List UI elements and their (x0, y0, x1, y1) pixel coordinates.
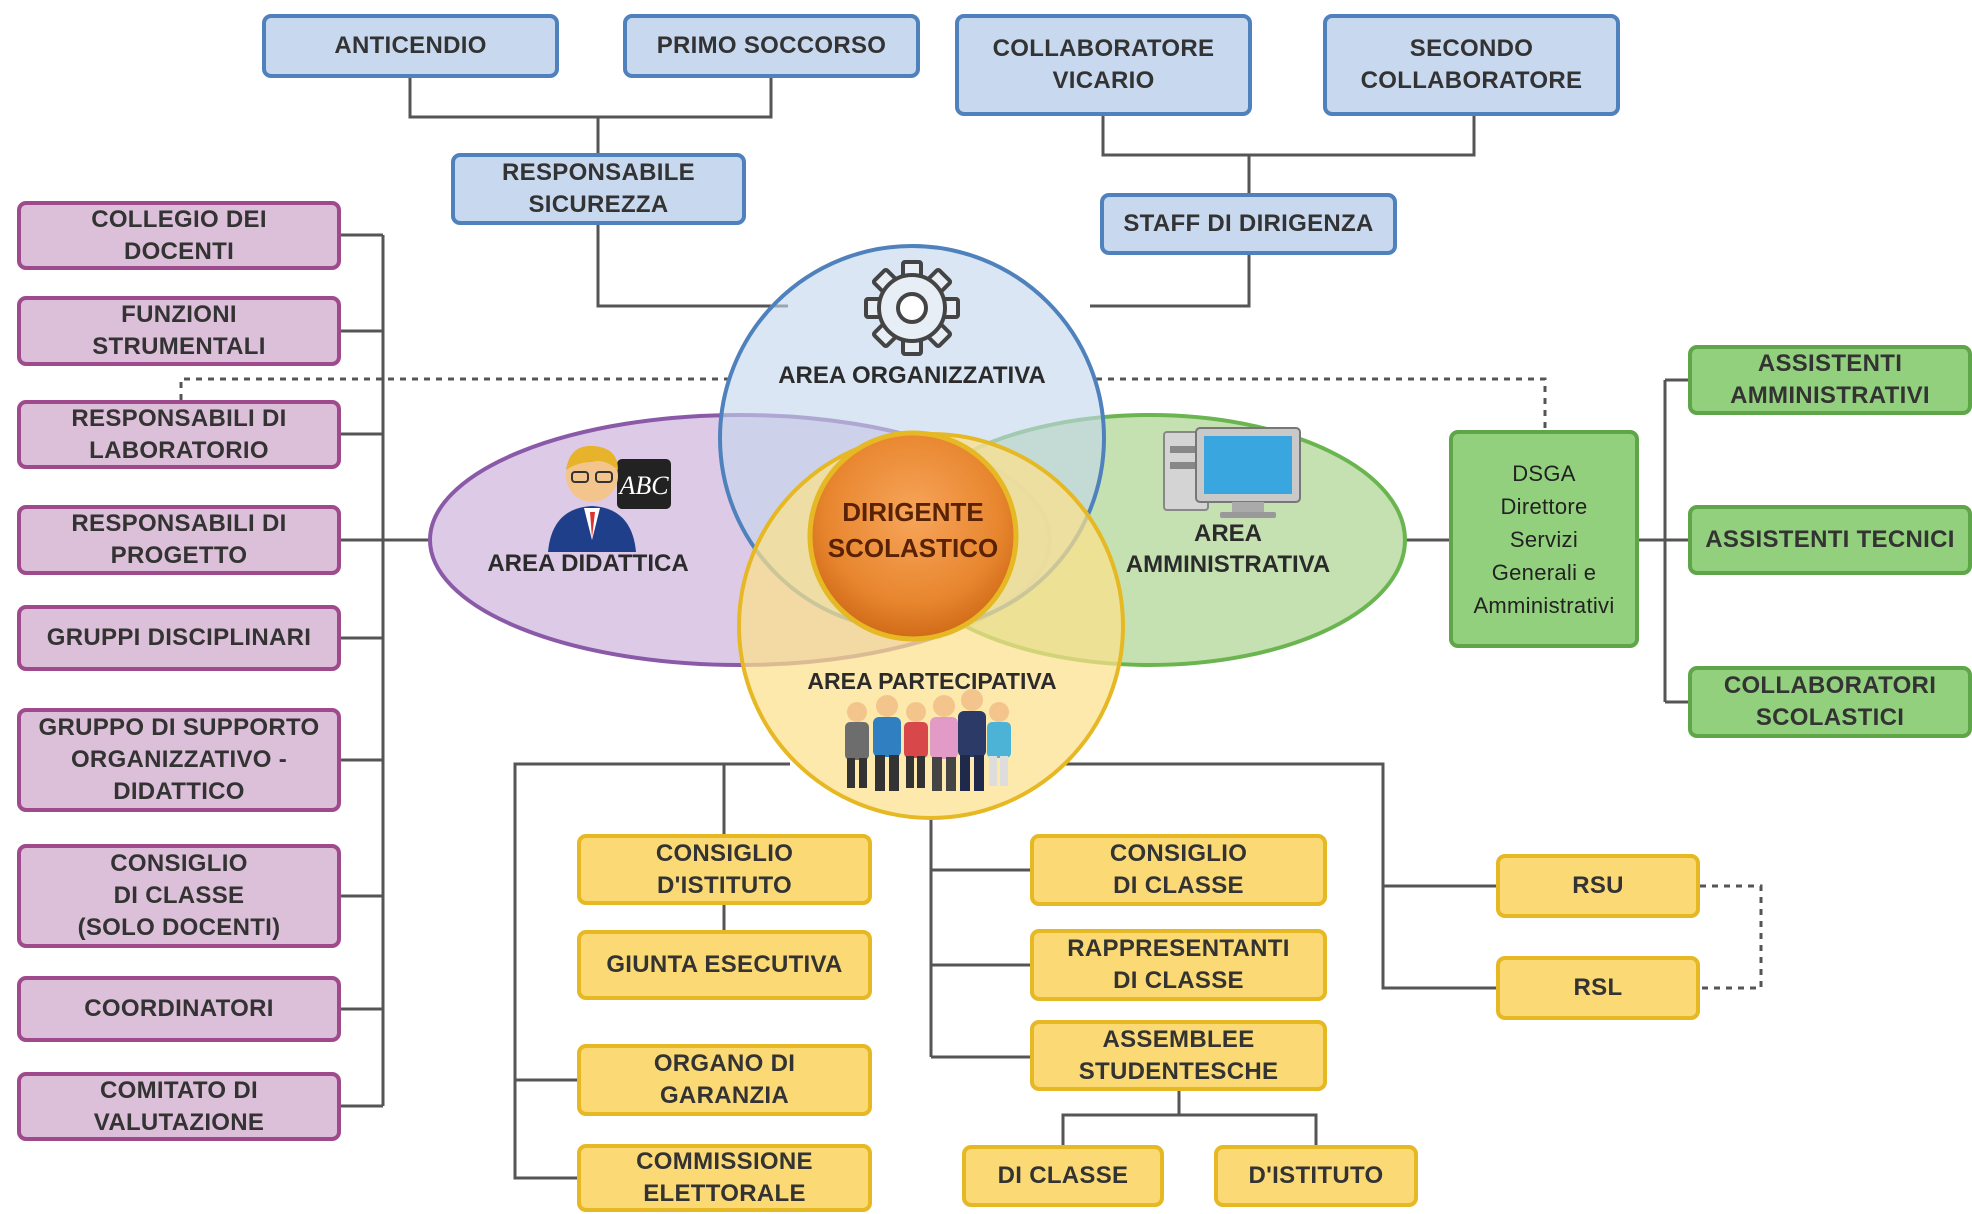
di-istituto-box: D'ISTITUTO (1214, 1145, 1418, 1207)
staff-dirigenza-box: STAFF DI DIRIGENZA (1100, 193, 1397, 255)
area-didattica-label: AREA DIDATTICA (487, 550, 689, 577)
left-box-comitato-valutazione: COMITATO DI VALUTAZIONE (17, 1072, 341, 1141)
dirigente-scolastico-label: DIRIGENTE SCOLASTICO (827, 497, 999, 563)
rsu-box: RSU (1496, 854, 1700, 918)
area-partecipativa-label: AREA PARTECIPATIVA (807, 668, 1057, 694)
left-box-funzioni-strumentali: FUNZIONI STRUMENTALI (17, 296, 341, 366)
area-organizzativa-label: AREA ORGANIZZATIVA (778, 362, 1046, 389)
consiglio-classe-box: CONSIGLIO DI CLASSE (1030, 834, 1327, 906)
assemblee-studentesche-box: ASSEMBLEE STUDENTESCHE (1030, 1020, 1327, 1091)
assistenti-tecnici-box: ASSISTENTI TECNICI (1688, 505, 1972, 575)
di-classe-box: DI CLASSE (962, 1145, 1164, 1207)
people-icon (845, 689, 1011, 791)
left-box-consiglio-classe-docenti: CONSIGLIO DI CLASSE (SOLO DOCENTI) (17, 844, 341, 948)
giunta-esecutiva-box: GIUNTA ESECUTIVA (577, 930, 872, 1000)
primo-soccorso-box: PRIMO SOCCORSO (623, 14, 920, 78)
responsabile-sicurezza-box: RESPONSABILE SICUREZZA (451, 153, 746, 225)
rappresentanti-classe-box: RAPPRESENTANTI DI CLASSE (1030, 929, 1327, 1001)
organo-garanzia-box: ORGANO DI GARANZIA (577, 1044, 872, 1116)
dashed-lines (179, 377, 1763, 990)
collaboratore-vicario-box: COLLABORATORE VICARIO (955, 14, 1252, 116)
commissione-elettorale-box: COMMISSIONE ELETTORALE (577, 1144, 872, 1212)
left-box-gruppo-supporto: GRUPPO DI SUPPORTO ORGANIZZATIVO - DIDAT… (17, 708, 341, 812)
left-box-gruppi-disciplinari: GRUPPI DISCIPLINARI (17, 605, 341, 671)
gear-icon (864, 260, 960, 356)
left-box-collegio-docenti: COLLEGIO DEI DOCENTI (17, 201, 341, 270)
connector-lines (341, 78, 1688, 1180)
computer-icon (1163, 427, 1301, 518)
dsga-box: DSGA Direttore Servizi Generali e Ammini… (1449, 430, 1639, 648)
secondo-collaboratore-box: SECONDO COLLABORATORE (1323, 14, 1620, 116)
anticendio-box: ANTICENDIO (262, 14, 559, 78)
collaboratori-scolastici-box: COLLABORATORI SCOLASTICI (1688, 666, 1972, 738)
assistenti-amministrativi-box: ASSISTENTI AMMINISTRATIVI (1688, 345, 1972, 415)
area-amministrativa-label: AREA AMMINISTRATIVA (1125, 520, 1331, 578)
teacher-icon: ABC (548, 445, 671, 552)
consiglio-istituto-box: CONSIGLIO D'ISTITUTO (577, 834, 872, 905)
left-box-responsabili-progetto: RESPONSABILI DI PROGETTO (17, 505, 341, 575)
blackboard-label: ABC (617, 471, 669, 500)
left-box-responsabili-laboratorio: RESPONSABILI DI LABORATORIO (17, 400, 341, 469)
rsl-box: RSL (1496, 956, 1700, 1020)
left-box-coordinatori: COORDINATORI (17, 976, 341, 1042)
dirigente-circle (807, 430, 1019, 642)
